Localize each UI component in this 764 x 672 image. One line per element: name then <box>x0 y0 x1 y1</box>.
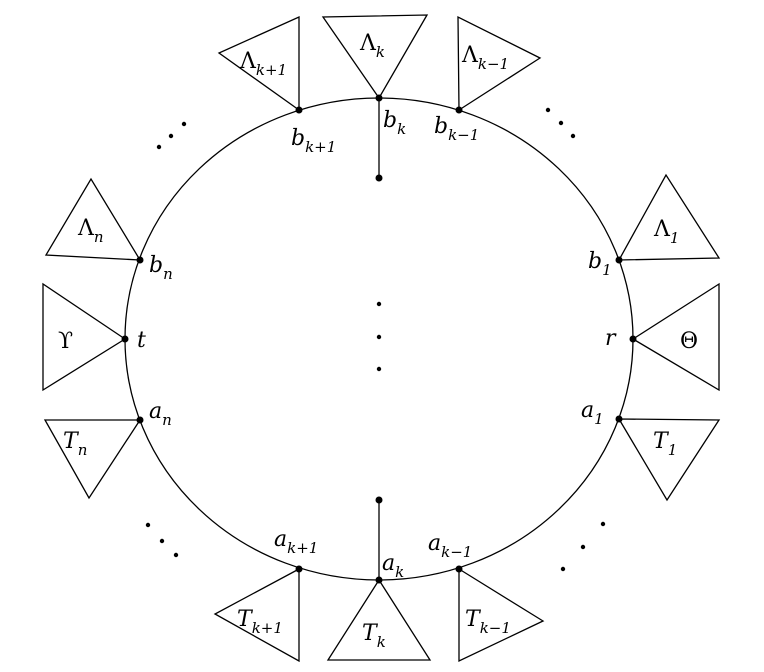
ellipsis-top-left-2 <box>168 133 174 139</box>
ellipsis-top-right-1 <box>545 107 551 113</box>
ellipsis-bottom-left-1 <box>145 522 151 528</box>
triangle-lambda-k <box>321 14 429 100</box>
vertex-b-k <box>375 94 383 102</box>
triangle-lambda-k-minus-1 <box>457 15 542 112</box>
vertex-a-k-plus-1 <box>295 565 303 573</box>
ellipsis-bottom-left-2 <box>159 538 165 544</box>
ellipsis-bottom-right-3 <box>560 566 566 572</box>
label-lambda-1: Λ1 <box>653 217 679 247</box>
label-t-1: T1 <box>653 429 677 459</box>
label-a-k: ak <box>382 551 404 581</box>
label-b-k-plus-1: bk+1 <box>291 126 336 156</box>
label-b-k: bk <box>383 108 406 138</box>
vertex-r <box>629 335 637 343</box>
triangle-t-k-minus-1 <box>458 567 545 663</box>
ellipsis-top-left-1 <box>156 144 162 150</box>
label-t-k-minus-1: Tk−1 <box>465 607 511 637</box>
center-dot-3 <box>376 366 382 372</box>
label-lambda-k-plus-1: Λk+1 <box>239 49 287 79</box>
ellipsis-bottom-right-1 <box>600 521 606 527</box>
label-t-k: Tk <box>362 621 386 651</box>
label-t: t <box>137 328 146 353</box>
triangle-lambda-n <box>44 177 142 261</box>
triangle-t-1 <box>617 418 721 502</box>
triangle-lambda-k-plus-1 <box>217 15 300 112</box>
triangle-t-k-plus-1 <box>213 567 300 663</box>
ellipsis-bottom-left-3 <box>173 552 179 558</box>
center-dot-1 <box>376 301 382 307</box>
triangle-theta <box>631 282 720 392</box>
label-upsilon: ϒ <box>58 329 73 354</box>
label-b-1: b1 <box>588 249 612 279</box>
vertex-b-n <box>136 256 144 264</box>
vertex-a-k-minus-1 <box>455 565 463 573</box>
vertex-b-k-plus-1 <box>295 106 303 114</box>
label-a-k-plus-1: ak+1 <box>274 527 318 557</box>
vertex-a-k <box>375 576 383 584</box>
bottom-stub-end-vertex <box>375 496 383 504</box>
ellipsis-top-right-3 <box>570 133 576 139</box>
top-stub-end-vertex <box>375 174 383 182</box>
label-lambda-n: Λn <box>77 216 104 246</box>
center-dot-2 <box>376 334 382 340</box>
label-t-k-plus-1: Tk+1 <box>237 607 283 637</box>
label-lambda-k: Λk <box>359 31 385 61</box>
ellipsis-bottom-right-2 <box>580 544 586 550</box>
label-a-k-minus-1: ak−1 <box>428 531 472 561</box>
triangle-t-n <box>43 419 142 500</box>
vertex-a-n <box>136 416 144 424</box>
vertex-b-1 <box>615 256 623 264</box>
ellipsis-top-right-2 <box>558 120 564 126</box>
label-b-n: bn <box>149 253 173 283</box>
ellipsis-top-left-3 <box>181 121 187 127</box>
vertex-a-1 <box>615 415 623 423</box>
triangle-t-k <box>326 578 432 661</box>
label-b-k-minus-1: bk−1 <box>434 114 479 144</box>
label-a-1: a1 <box>581 398 604 428</box>
vertex-b-k-minus-1 <box>455 106 463 114</box>
label-a-n: an <box>149 399 172 429</box>
triangle-upsilon <box>42 282 127 392</box>
label-t-n: Tn <box>63 429 87 459</box>
label-r: r <box>605 326 617 351</box>
label-theta: Θ <box>680 329 698 354</box>
label-lambda-k-minus-1: Λk−1 <box>461 43 509 73</box>
vertex-t <box>121 335 129 343</box>
triangle-lambda-1 <box>617 173 721 261</box>
